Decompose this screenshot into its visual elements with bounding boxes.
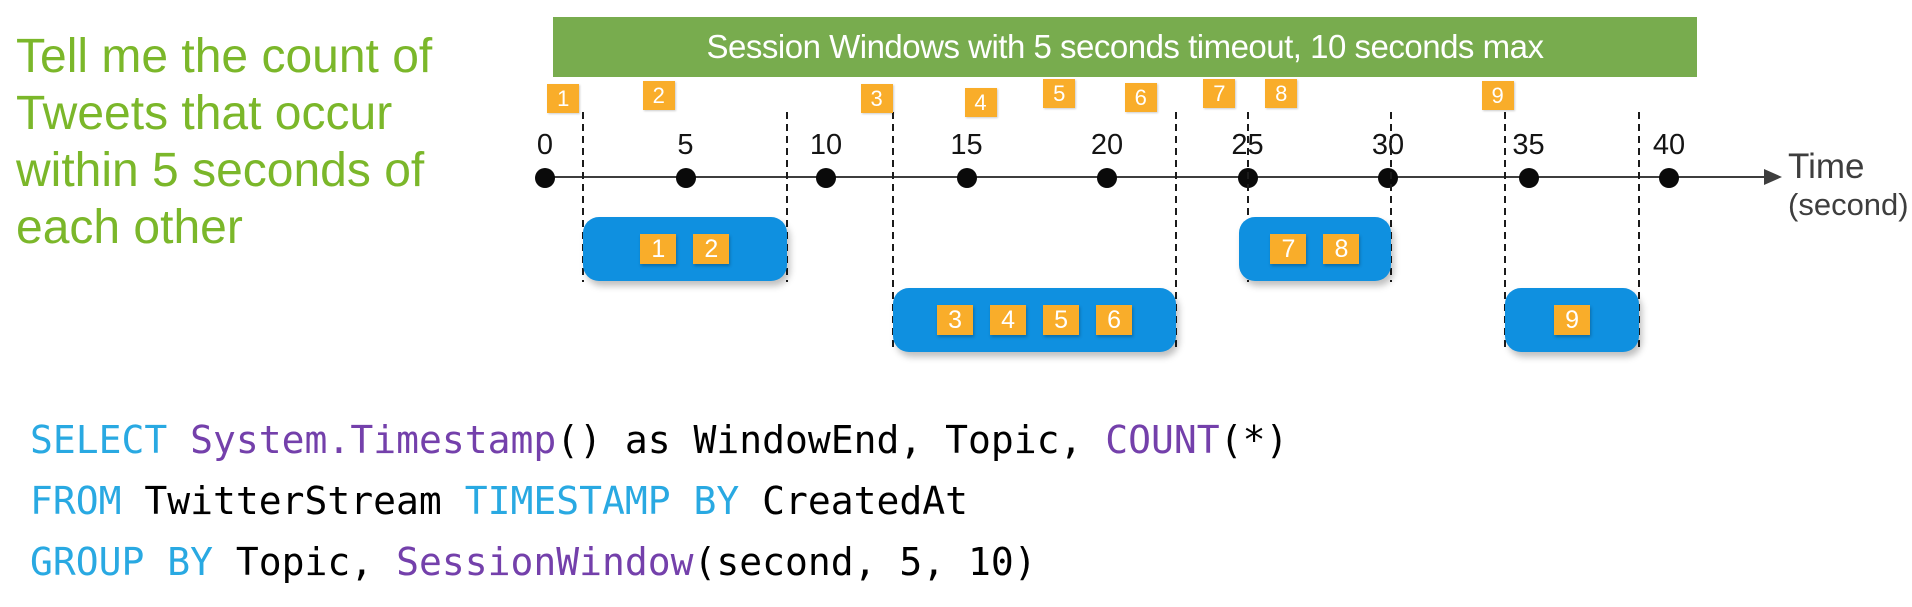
event-marker-3: 3 [860,84,893,113]
timeline-tick-dot-20 [1097,168,1117,188]
time-axis-label: Time (second) [1788,147,1909,223]
code-token: Topic, [213,540,397,584]
window-boundary-line [1389,112,1392,282]
event-marker-9: 9 [1481,81,1514,110]
time-axis-label-line1: Time [1788,147,1865,186]
window-boundary-line [1503,112,1506,352]
code-token: System.Timestamp [190,418,557,462]
window-event-marker-9: 9 [1554,305,1591,335]
code-token: GROUP BY [30,540,214,584]
window-boundary-line [1174,112,1177,352]
event-marker-7: 7 [1203,79,1236,108]
timeline-tick-label-30: 30 [1371,129,1405,161]
window-event-marker-5: 5 [1043,305,1080,335]
query-prompt-line: Tweets that occur [16,87,393,140]
window-boundary-line [785,112,788,282]
code-token: TwitterStream [121,479,465,523]
window-boundary-line [581,112,584,282]
window-boundary-line [1246,112,1249,282]
sql-code-block: SELECT System.Timestamp() as WindowEnd, … [30,410,1288,593]
query-prompt-line: Tell me the count of [16,30,433,83]
code-token: CreatedAt [739,479,969,523]
timeline-tick-label-35: 35 [1512,129,1545,161]
time-axis-label-line2: (second) [1788,187,1909,222]
code-line-1: SELECT System.Timestamp() as WindowEnd, … [30,410,1288,471]
timeline-tick-dot-0 [535,168,555,188]
time-axis-arrow-icon [1764,169,1782,185]
query-prompt-line: within 5 seconds of [16,144,425,197]
code-token: (second, 5, 10) [693,540,1037,584]
code-token: () as WindowEnd, Topic, [556,418,1106,462]
code-line-2: FROM TwitterStream TIMESTAMP BY CreatedA… [30,471,1288,532]
code-token: (*) [1219,418,1289,462]
window-boundary-line [892,112,895,352]
window-event-marker-1: 1 [640,234,677,264]
timeline-tick-label-40: 40 [1652,129,1686,161]
timeline-tick-dot-35 [1518,168,1539,188]
timeline-tick-dot-40 [1659,168,1679,188]
query-prompt-line: each other [16,201,243,254]
event-marker-4: 4 [964,88,997,117]
code-token: SessionWindow [396,540,694,584]
timeline-tick-label-15: 15 [950,129,983,161]
code-token: TIMESTAMP BY [464,479,740,523]
event-marker-5: 5 [1043,79,1076,108]
timeline-tick-label-20: 20 [1090,129,1124,161]
timeline-tick-label-10: 10 [809,129,843,161]
event-marker-1: 1 [547,84,580,113]
window-event-marker-4: 4 [990,305,1027,335]
code-token: FROM [30,479,122,523]
session-window-4: 9 [1504,288,1640,352]
timeline-tick-dot-10 [816,168,836,188]
event-marker-8: 8 [1265,79,1298,108]
code-line-3: GROUP BY Topic, SessionWindow(second, 5,… [30,532,1288,593]
code-token: SELECT [30,418,168,462]
timeline-tick-label-5: 5 [677,129,694,161]
timeline-tick-dot-30 [1378,168,1398,188]
code-token [167,418,190,462]
timeline-tick-dot-5 [675,168,696,188]
window-event-marker-6: 6 [1096,305,1133,335]
window-event-marker-2: 2 [693,234,730,264]
event-marker-2: 2 [642,81,675,110]
event-marker-6: 6 [1124,83,1157,112]
window-event-marker-3: 3 [937,305,974,335]
code-token: COUNT [1105,418,1220,462]
timeline-tick-dot-15 [956,168,977,188]
timeline-tick-label-0: 0 [536,129,554,161]
time-axis-line [545,176,1773,178]
window-event-marker-8: 8 [1323,234,1360,264]
query-prompt-text: Tell me the count of Tweets that occur w… [16,28,432,256]
session-window-banner: Session Windows with 5 seconds timeout, … [553,17,1697,77]
window-event-marker-7: 7 [1270,234,1307,264]
window-boundary-line [1638,112,1641,352]
session-window-banner-label: Session Windows with 5 seconds timeout, … [706,28,1544,65]
